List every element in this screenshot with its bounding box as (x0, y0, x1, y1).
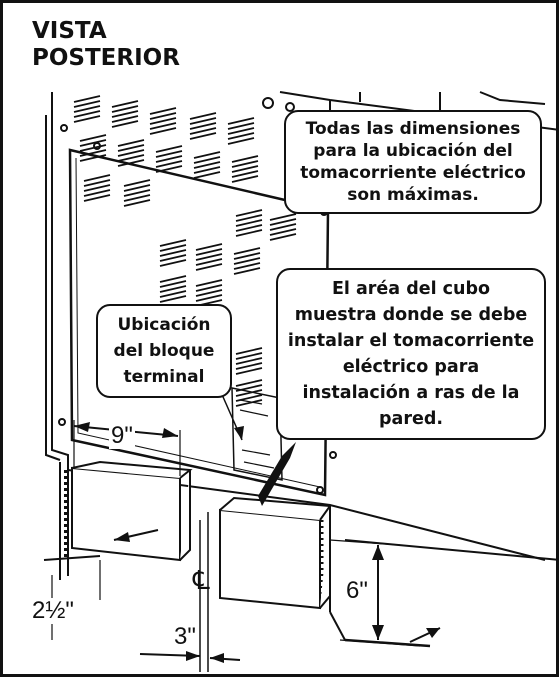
callout-dimensions-maximum: Todas las dimensiones para la ubicación … (284, 110, 542, 214)
callout-line: son máximas. (347, 185, 479, 205)
dimension-label-depth: 2½" (30, 597, 76, 624)
callout-line: terminal (123, 367, 205, 387)
callout-terminal-block: Ubicación del bloque terminal (96, 304, 232, 398)
callout-line: tomacorriente eléctrico (300, 163, 526, 183)
callout-line: instalar el tomacorriente (287, 331, 535, 351)
terminal-block (231, 387, 283, 481)
callout-line: del bloque (113, 341, 215, 361)
callout-outlet-area: El aréa del cubo muestra donde se debe i… (276, 268, 546, 440)
callout-line: eléctrico para (342, 357, 480, 377)
dimension-label-height: 6" (344, 577, 370, 604)
view-heading-line-2: POSTERIOR (32, 45, 180, 71)
dimension-label-width: 9" (109, 422, 135, 449)
callout-line: Ubicación (117, 315, 211, 335)
range-back-panel (51, 92, 546, 561)
centerline-symbol: ℄ (193, 566, 210, 596)
inner-access-panel (68, 148, 330, 497)
leader-arrow-outlet (258, 442, 296, 506)
callout-line: muestra donde se debe (294, 305, 528, 325)
callout-line: Todas las dimensiones (305, 119, 521, 139)
view-heading-line-1: VISTA (32, 18, 107, 44)
dimension-label-center-offset: 3" (172, 623, 198, 650)
callout-line: pared. (378, 409, 443, 429)
outlet-box-right (219, 496, 332, 610)
callout-line: instalación a ras de la (302, 383, 520, 403)
view-heading: VISTA POSTERIOR (32, 18, 180, 72)
outlet-box-left (71, 460, 193, 562)
callout-line: El aréa del cubo (331, 279, 491, 299)
callout-line: para la ubicación del (313, 141, 513, 161)
